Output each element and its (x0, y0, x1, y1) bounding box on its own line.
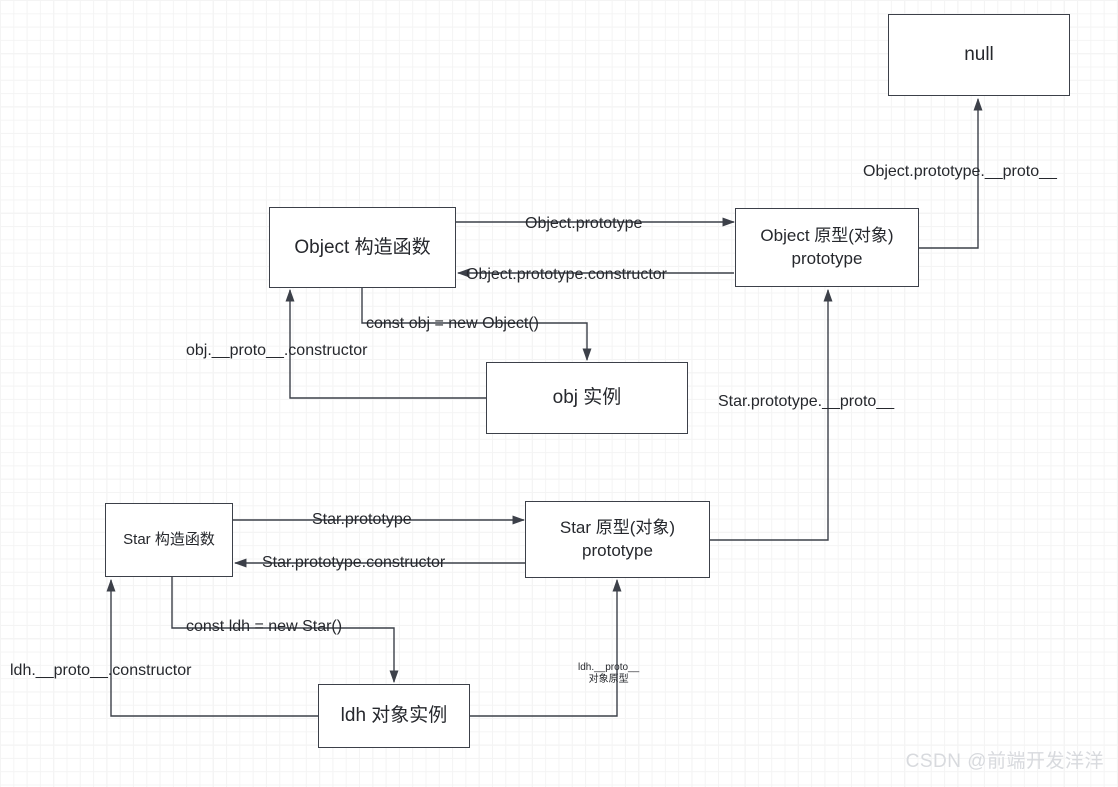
node-star-ctor[interactable]: Star 构造函数 (105, 503, 233, 577)
node-label: obj 实例 (552, 387, 622, 409)
edge-label-const-obj-new-object: const obj = new Object() (366, 315, 539, 332)
csdn-watermark: CSDN @前端开发洋洋 (905, 751, 1104, 772)
node-label: Object 构造函数 (294, 236, 431, 258)
node-object-ctor[interactable]: Object 构造函数 (269, 207, 456, 288)
edge-ldh-to-star-proto (470, 578, 622, 717)
edge-label-object-prototype: Object.prototype (525, 215, 643, 232)
node-label: Star 构造函数 (123, 531, 215, 549)
node-label: ldh 对象实例 (340, 705, 448, 727)
edge-ldh-to-star-ctor (106, 578, 318, 717)
edge-label-ldh-proto-constructor: ldh.__proto__.constructor (10, 662, 192, 679)
node-label: Star 原型(对象) prototype (559, 518, 676, 560)
node-label: Object 原型(对象) prototype (760, 226, 894, 268)
edge-label-object-prototype-constructor: Object.prototype.constructor (466, 266, 667, 283)
edge-label-ldh-proto-object-prototype: ldh.__proto__ 对象原型 (578, 662, 640, 685)
edge-star-proto-to-object-proto (710, 288, 833, 541)
edge-label-star-prototype-constructor: Star.prototype.constructor (262, 554, 446, 571)
node-obj-instance[interactable]: obj 实例 (486, 362, 688, 434)
edge-label-obj-proto-constructor: obj.__proto__.constructor (186, 342, 368, 359)
edge-label-object-prototype-proto: Object.prototype.__proto__ (863, 163, 1057, 180)
node-object-proto[interactable]: Object 原型(对象) prototype (735, 208, 919, 287)
node-label: null (964, 44, 994, 66)
node-ldh-instance[interactable]: ldh 对象实例 (318, 684, 470, 748)
node-null[interactable]: null (888, 14, 1070, 96)
edge-label-star-prototype: Star.prototype (312, 511, 412, 528)
edge-label-star-prototype-proto: Star.prototype.__proto__ (718, 393, 895, 410)
node-star-proto[interactable]: Star 原型(对象) prototype (525, 501, 710, 578)
edge-label-const-ldh-new-star: const ldh = new Star() (186, 618, 343, 635)
